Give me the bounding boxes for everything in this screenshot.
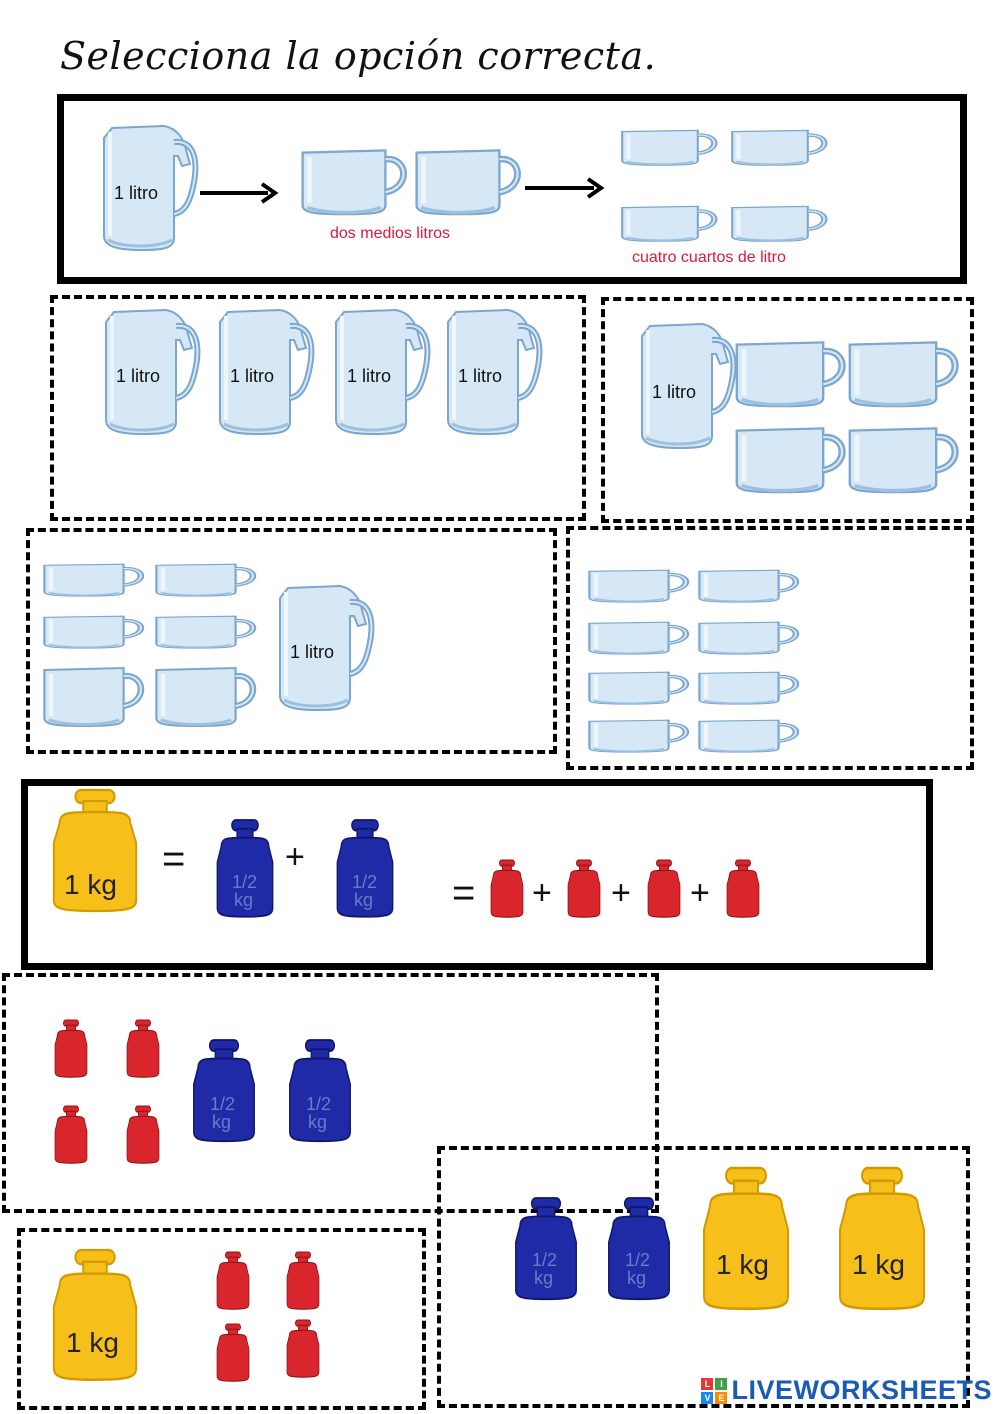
option-cup xyxy=(699,720,796,752)
quarter-weight xyxy=(567,859,601,918)
logo-letter: L xyxy=(701,1377,714,1390)
half-label: 1/2 xyxy=(352,872,377,892)
quarter-weight xyxy=(126,1019,160,1078)
kg-weight xyxy=(702,1166,790,1311)
option-cup xyxy=(850,428,955,492)
page-title: Selecciona la opción correcta. xyxy=(60,34,657,78)
quarter-weight xyxy=(126,1105,160,1164)
plus-sign: + xyxy=(285,838,305,876)
half-label: 1/2 xyxy=(210,1094,235,1114)
equals-sign: = xyxy=(162,837,185,881)
example-quarter-cup-4 xyxy=(732,206,824,241)
liquid-example-frame xyxy=(57,94,967,284)
option-cup xyxy=(737,428,842,492)
option-cup xyxy=(156,616,253,648)
option-cup xyxy=(44,668,141,726)
plus-sign: + xyxy=(690,874,710,912)
quarter-weight xyxy=(286,1251,320,1310)
half-label: 1/2 xyxy=(306,1094,331,1114)
option-cup xyxy=(589,720,686,752)
option-cup xyxy=(589,672,686,704)
half-unit: kg xyxy=(354,890,373,910)
liquid-option-mixed[interactable] xyxy=(26,528,557,754)
example-quarter-cup-3 xyxy=(622,206,714,241)
logo-letter: V xyxy=(701,1391,714,1404)
option-cup xyxy=(589,622,686,654)
half-unit: kg xyxy=(234,890,253,910)
jug-label: 1 litro xyxy=(652,382,696,402)
option-cup xyxy=(850,342,955,406)
half-unit: kg xyxy=(627,1268,646,1288)
liquid-option-liter-four-quarters[interactable] xyxy=(601,297,974,523)
half-label: 1/2 xyxy=(232,872,257,892)
option-cup xyxy=(699,622,796,654)
example-quarter-cup-2 xyxy=(732,130,824,165)
quarter-caption: cuatro cuartos de litro xyxy=(632,249,786,266)
kg-weight xyxy=(52,1248,138,1381)
weight-option-halves-kgs[interactable] xyxy=(437,1146,970,1408)
kg-label: 1 kg xyxy=(64,869,117,900)
quarter-weight xyxy=(54,1019,88,1078)
weight-option-quarters-halves[interactable] xyxy=(2,973,659,1213)
example-quarter-cup-1 xyxy=(622,130,714,165)
option-cup xyxy=(699,570,796,602)
liquid-option-four-liters[interactable] xyxy=(50,295,586,521)
quarter-weight xyxy=(286,1319,320,1378)
quarter-weight xyxy=(216,1251,250,1310)
kg-label: 1 kg xyxy=(852,1249,905,1280)
option-cup xyxy=(156,668,253,726)
jug-label: 1 litro xyxy=(230,366,274,386)
option-cup xyxy=(156,564,253,596)
weight-option-kg-quarters[interactable] xyxy=(17,1228,426,1410)
jug-label: 1 litro xyxy=(458,366,502,386)
example-liter-label: 1 litro xyxy=(114,183,158,203)
plus-sign: + xyxy=(532,874,552,912)
weight-example-frame xyxy=(21,779,933,970)
option-cup xyxy=(589,570,686,602)
kg-label: 1 kg xyxy=(716,1249,769,1280)
kg-weight xyxy=(838,1166,926,1311)
option-cup xyxy=(737,342,842,406)
arrow-icon xyxy=(525,177,605,199)
jug-label: 1 litro xyxy=(290,642,334,662)
liveworksheets-logo-icon: L I V E xyxy=(701,1377,728,1404)
quarter-weight xyxy=(490,859,524,918)
kg-label: 1 kg xyxy=(66,1327,119,1358)
quarter-weight xyxy=(726,859,760,918)
example-half-cup-2 xyxy=(417,150,518,214)
arrow-icon xyxy=(200,182,279,204)
brand-name: LIVEWORKSHEETS xyxy=(731,1375,992,1405)
liveworksheets-brand: L I V E LIVEWORKSHEETS xyxy=(701,1375,992,1406)
half-unit: kg xyxy=(534,1268,553,1288)
logo-letter: E xyxy=(715,1391,728,1404)
option-cup xyxy=(44,616,141,648)
quarter-weight xyxy=(647,859,681,918)
example-half-cup-1 xyxy=(303,150,404,214)
jug-label: 1 litro xyxy=(347,366,391,386)
plus-sign: + xyxy=(611,874,631,912)
jug-label: 1 litro xyxy=(116,366,160,386)
quarter-weight xyxy=(216,1323,250,1382)
half-unit: kg xyxy=(212,1112,231,1132)
equals-sign: = xyxy=(452,871,475,915)
half-unit: kg xyxy=(308,1112,327,1132)
quarter-weight xyxy=(54,1105,88,1164)
option-cup xyxy=(699,672,796,704)
half-caption: dos medios litros xyxy=(330,225,450,242)
half-label: 1/2 xyxy=(625,1250,650,1270)
option-cup xyxy=(44,564,141,596)
liquid-option-eight-quarters[interactable] xyxy=(566,526,974,770)
half-label: 1/2 xyxy=(532,1250,557,1270)
logo-letter: I xyxy=(715,1377,728,1390)
